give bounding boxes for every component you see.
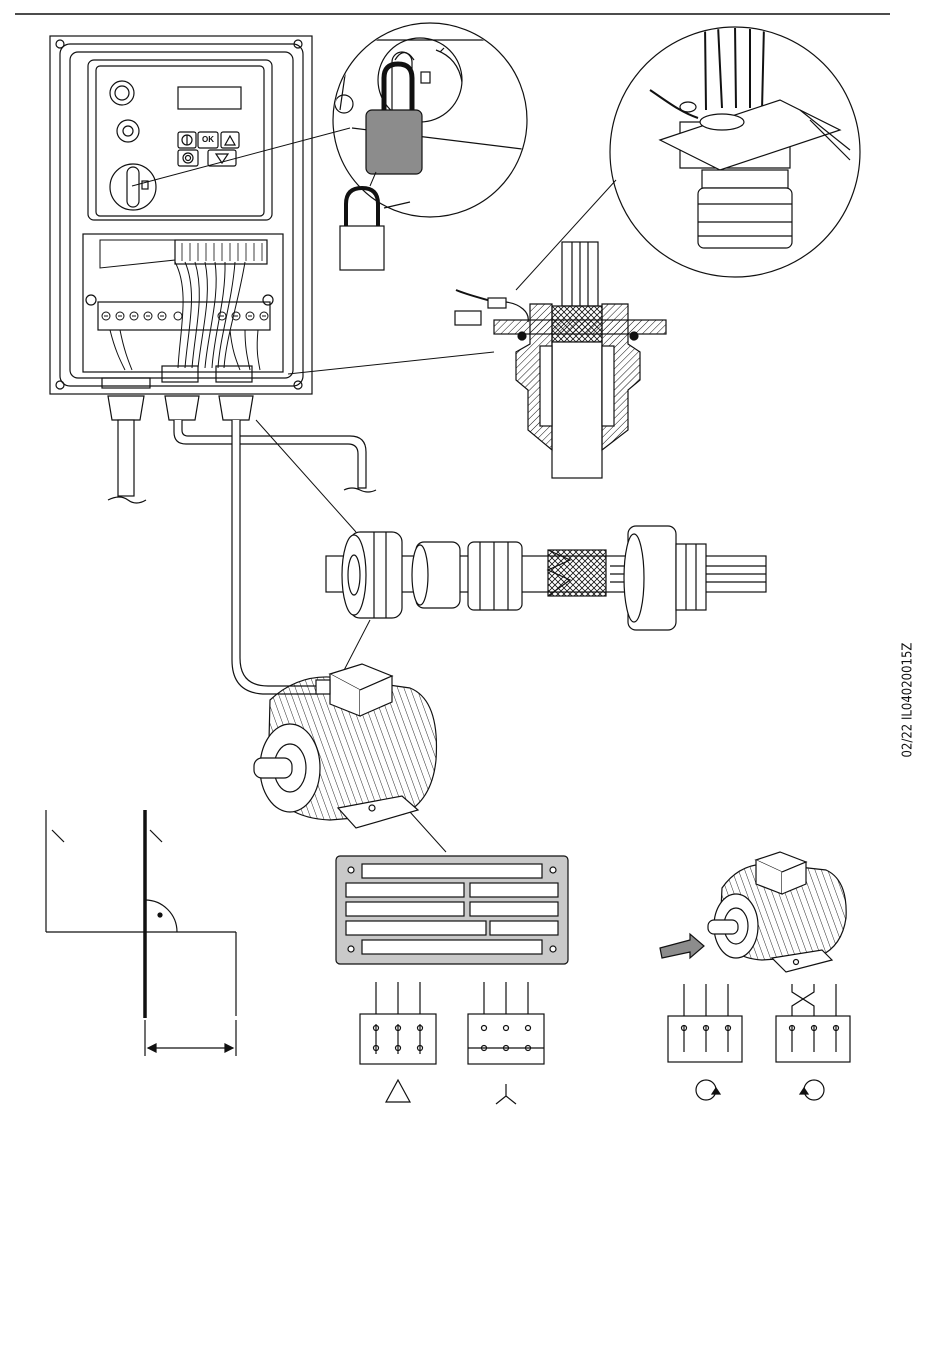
counter-clockwise-arrow [804, 1080, 824, 1100]
ok-key-label: OK [198, 132, 218, 148]
small-motor [660, 852, 846, 972]
gland-earth-callout [610, 25, 860, 277]
delta-connection-diagram [360, 982, 436, 1102]
exploded-cable-gland [326, 526, 766, 630]
leader-line [288, 352, 494, 374]
label-box [455, 311, 481, 325]
figure-code-text: 02/22 IL04020015Z [901, 643, 916, 758]
motor-nameplate [336, 856, 568, 964]
gland-cross-section [455, 242, 666, 478]
clockwise-arrow [696, 1080, 716, 1100]
cable-glands-bottom [108, 396, 376, 694]
direction-arrow [660, 934, 704, 958]
angle-dimension-diagram [46, 810, 236, 1056]
star-symbol [496, 1084, 516, 1104]
padlock-body [366, 110, 422, 174]
delta-symbol [386, 1080, 410, 1102]
rotation-cw-diagram [668, 984, 742, 1100]
figure-code: 02/22 IL04020015Z [897, 640, 919, 760]
drive-enclosure [50, 36, 312, 394]
star-connection-diagram [468, 982, 544, 1104]
leader-line [410, 812, 446, 852]
rotation-ccw-diagram [776, 984, 850, 1100]
